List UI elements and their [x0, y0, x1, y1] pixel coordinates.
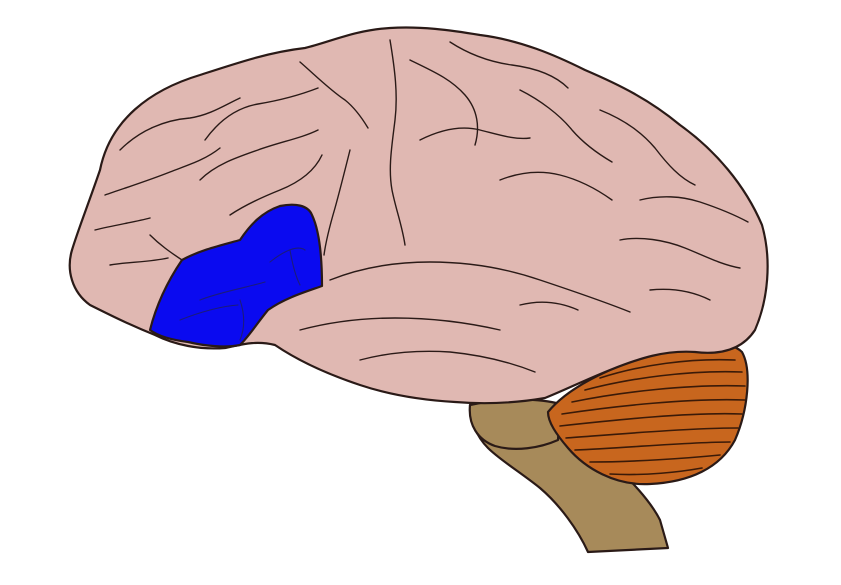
cerebrum-sulci — [94, 39, 749, 373]
highlighted-region-sulci — [179, 247, 306, 341]
highlighted-region — [148, 203, 324, 348]
cerebellum-folia — [559, 358, 746, 476]
